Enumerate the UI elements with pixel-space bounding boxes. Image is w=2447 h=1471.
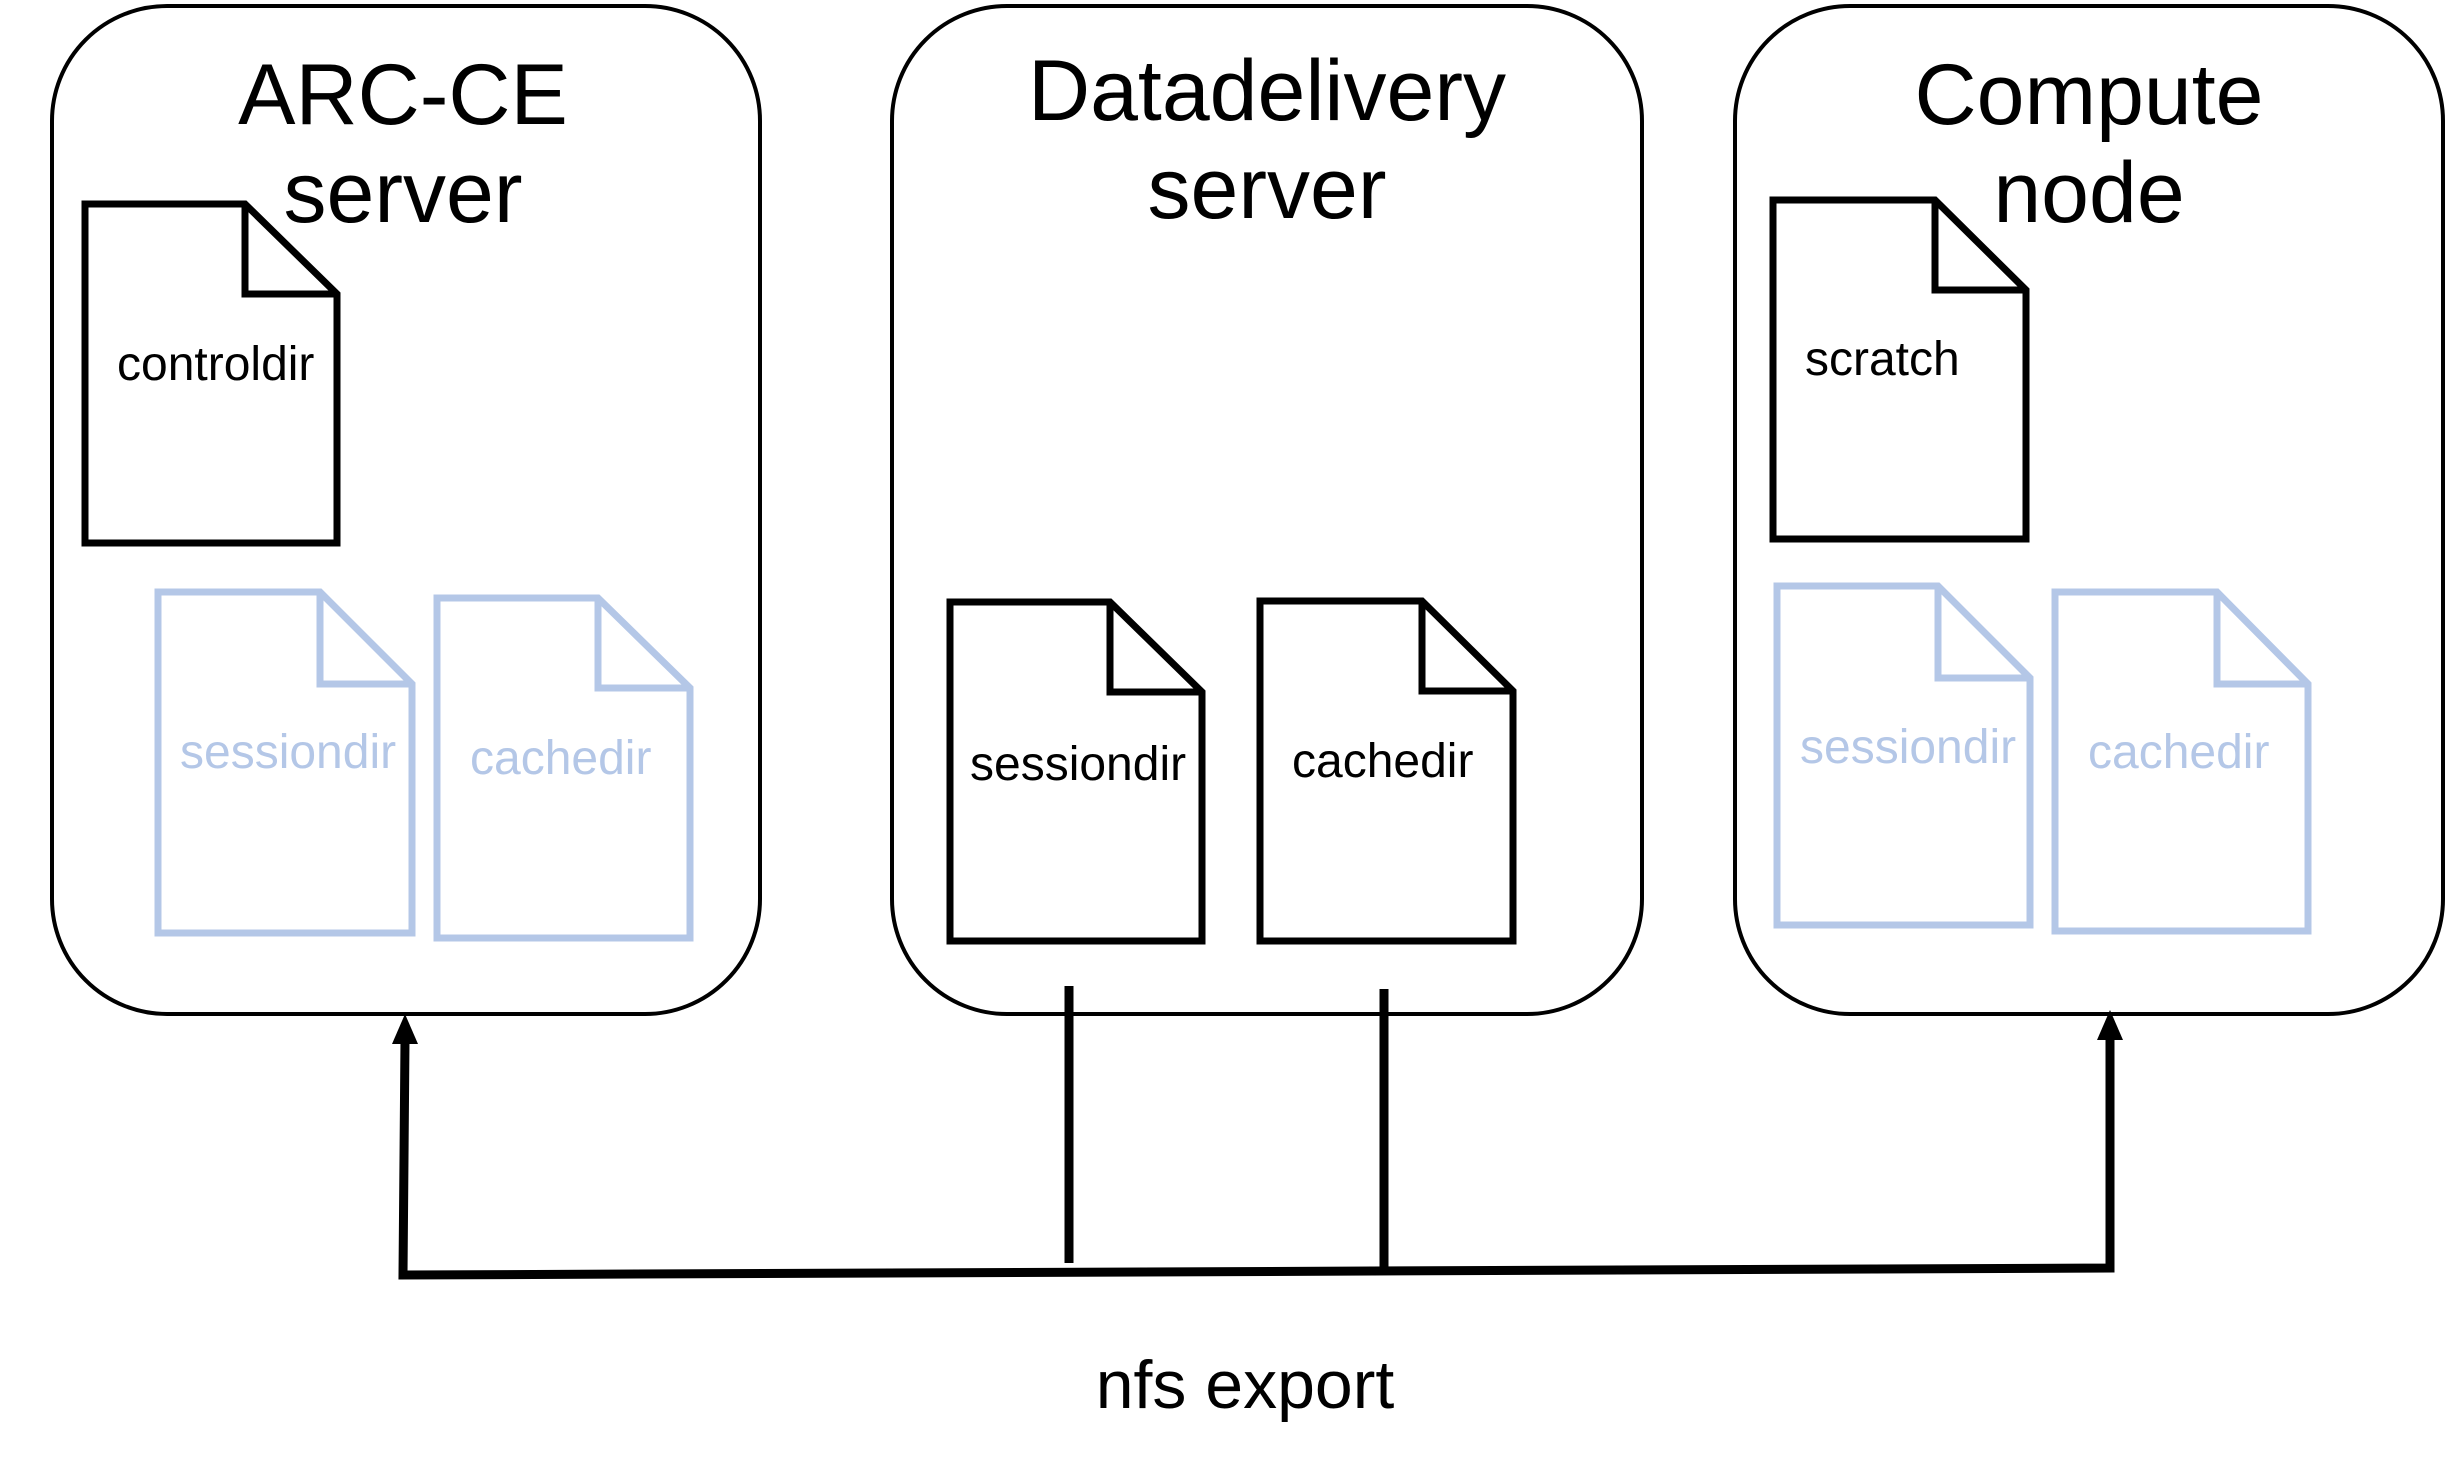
nfs-export-connections <box>392 986 2123 1280</box>
nfs-export-bus-line <box>398 1039 2115 1280</box>
arc-ce-server-title-line1: ARC-CE <box>238 47 568 143</box>
compute-cachedir-document: cachedir <box>2051 588 2312 935</box>
compute-cachedir-label: cachedir <box>2088 726 2269 779</box>
arc-cachedir-label: cachedir <box>470 732 651 785</box>
arc-sessiondir-document: sessiondir <box>154 588 416 937</box>
compute-sessiondir-document: sessiondir <box>1773 582 2034 929</box>
arc-ce-server: ARC-CE server controldir sessiondir cach… <box>50 4 762 1016</box>
datadelivery-server: Datadelivery server sessiondir cachedir <box>890 4 1644 1016</box>
nfs-export-label: nfs export <box>1096 1347 1395 1423</box>
arc-ce-arrowhead <box>392 1014 418 1044</box>
datadelivery-cachedir-document: cachedir <box>1256 597 1517 945</box>
compute-scratch-label: scratch <box>1805 333 1960 386</box>
arc-controldir-label: controldir <box>117 338 314 391</box>
arc-controldir-document: controldir <box>81 200 341 547</box>
compute-node-title-line2: node <box>1993 145 2184 241</box>
arc-cachedir-document: cachedir <box>433 594 694 942</box>
arc-ce-server-title-line2: server <box>284 145 523 241</box>
compute-sessiondir-label: sessiondir <box>1800 721 2016 774</box>
datadelivery-server-title-line1: Datadelivery <box>1028 43 1506 139</box>
datadelivery-server-title-line2: server <box>1148 141 1387 237</box>
arc-sessiondir-label: sessiondir <box>180 726 396 779</box>
datadelivery-cachedir-label: cachedir <box>1292 735 1473 788</box>
compute-node-title-line1: Compute <box>1915 47 2264 143</box>
compute-node: Compute node scratch sessiondir cachedir <box>1733 4 2445 1016</box>
compute-scratch-document: scratch <box>1769 196 2030 543</box>
compute-node-arrowhead <box>2097 1010 2123 1040</box>
datadelivery-sessiondir-label: sessiondir <box>970 738 1186 791</box>
datadelivery-sessiondir-document: sessiondir <box>946 598 1206 945</box>
